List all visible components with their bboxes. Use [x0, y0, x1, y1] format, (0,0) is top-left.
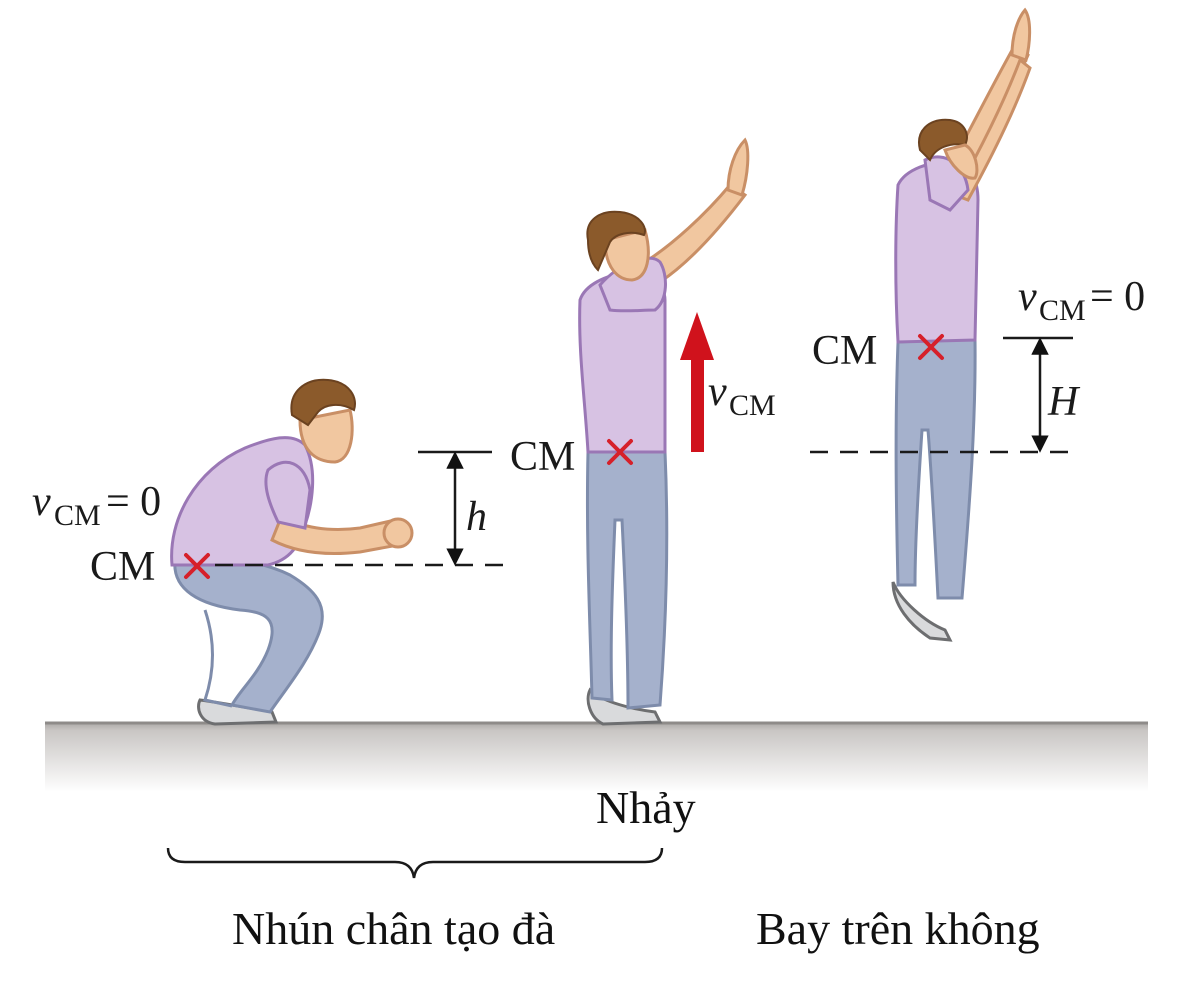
v-subscript: CM: [54, 499, 101, 532]
figure-crouch: [170, 378, 414, 726]
caption-airborne: Bay trên không: [756, 903, 1040, 954]
v-cm-zero-label-3: v CM = 0: [1018, 274, 1145, 327]
cm-label-1: CM: [90, 544, 155, 590]
figure-takeoff: [578, 137, 750, 726]
figure-airborne: [891, 7, 1032, 642]
cm-marker-1: [184, 553, 210, 579]
crouch-brace: [166, 847, 664, 879]
v-symbol: v: [1018, 274, 1037, 320]
caption-jump: Nhảy: [596, 782, 696, 833]
v-symbol: v: [32, 479, 51, 525]
H-label: H: [1047, 379, 1081, 425]
h-label: h: [466, 494, 487, 540]
equals-zero: = 0: [106, 479, 161, 525]
caption-crouch: Nhún chân tạo đà: [232, 903, 555, 954]
v-cm-label-2: v CM: [708, 369, 776, 422]
velocity-arrow: [680, 312, 714, 452]
v-symbol: v: [708, 369, 727, 415]
cm-label-2: CM: [510, 434, 575, 480]
cm-marker-2: [607, 439, 633, 465]
v-subscript: CM: [1039, 294, 1086, 327]
v-cm-zero-label-1: v CM = 0: [32, 479, 161, 532]
cm-label-3: CM: [812, 328, 877, 374]
equals-zero: = 0: [1090, 274, 1145, 320]
cm-marker-3: [918, 334, 944, 360]
v-subscript: CM: [729, 389, 776, 422]
